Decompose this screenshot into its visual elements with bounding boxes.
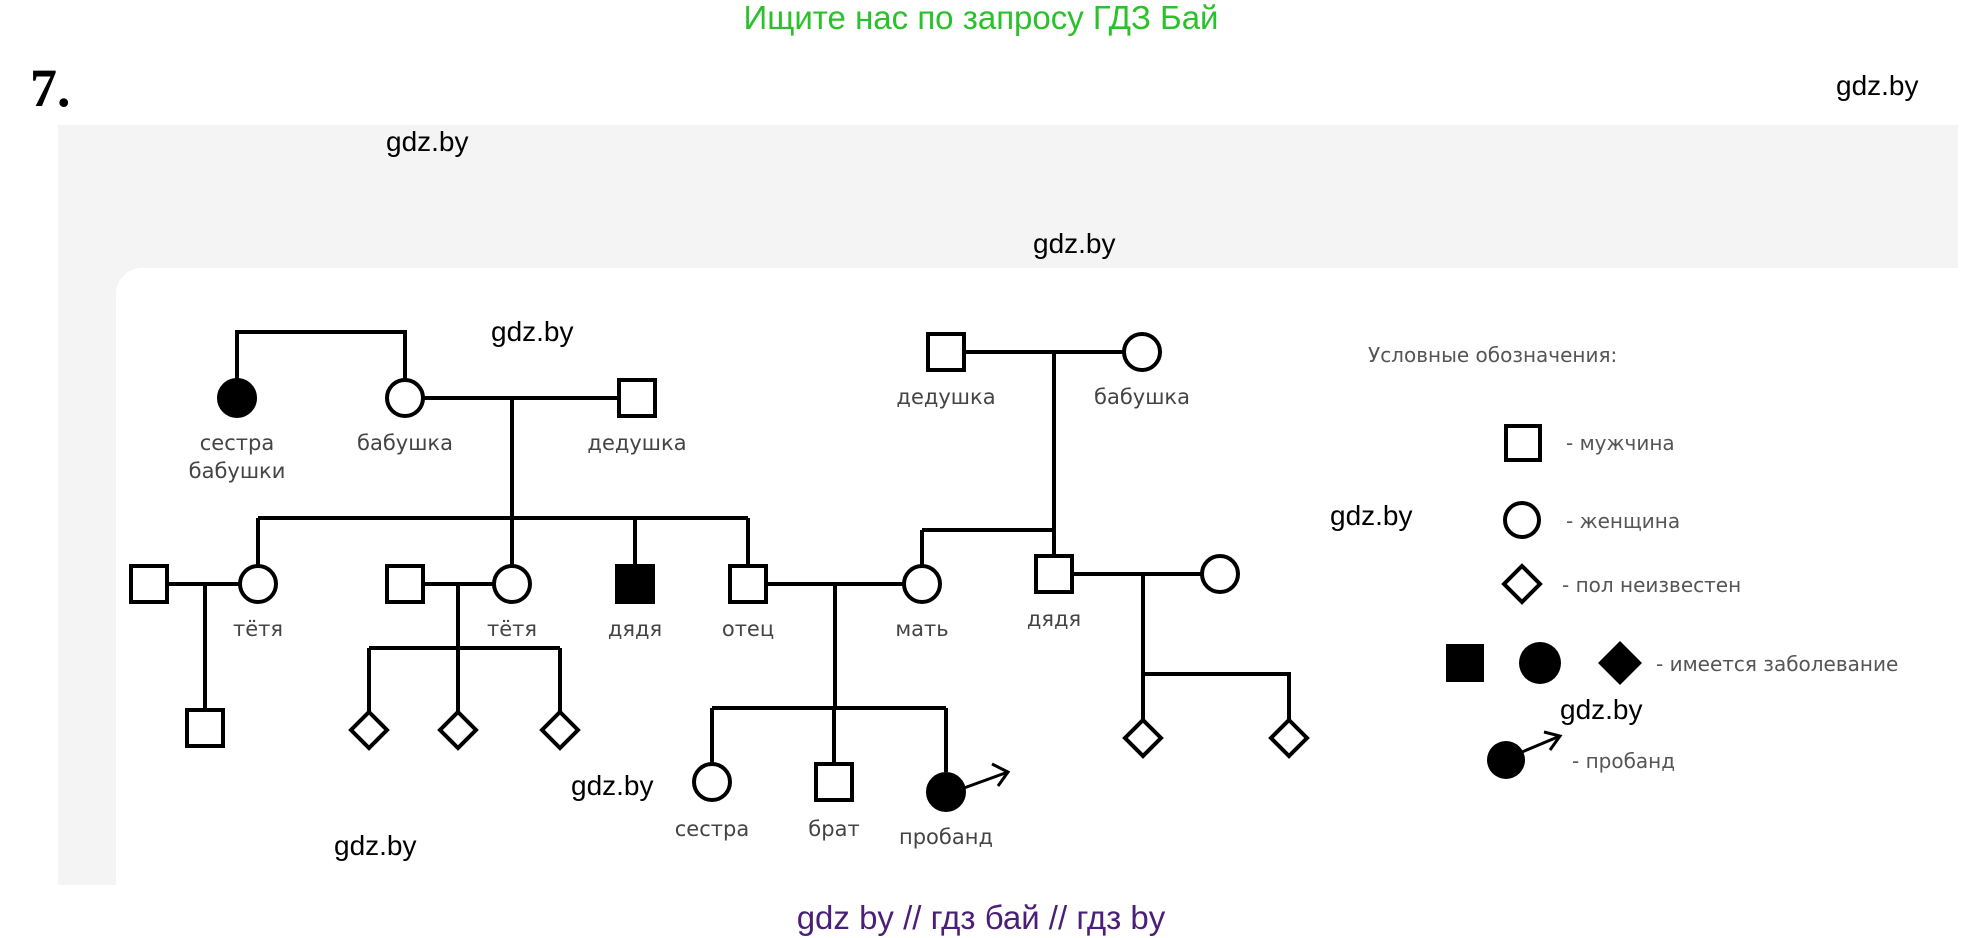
paternal-grandmother-circle: [385, 378, 425, 418]
label-otets: отец: [722, 617, 774, 641]
maternal-grandfather-square: [926, 332, 966, 372]
watermark: gdz.by: [334, 830, 417, 861]
mother-circle: [902, 564, 942, 604]
legend-affected-diamond: [1598, 641, 1642, 685]
legend-proband-circle: [1487, 741, 1525, 779]
label-sestra: сестра: [200, 431, 274, 455]
legend-female-text: - женщина: [1566, 509, 1680, 533]
proband-affected-circle: [926, 772, 966, 812]
label-dedushka-paternal: дедушка: [587, 431, 686, 455]
legend-affected-square: [1446, 644, 1484, 682]
watermark: gdz.by: [571, 770, 654, 801]
legend-male-text: - мужчина: [1566, 431, 1675, 455]
pedigree-labels: сестра бабушки бабушка дедушка дедушка б…: [189, 385, 1190, 849]
legend-female-circle: [1503, 501, 1541, 539]
grandmother-sister-affected-circle: [217, 378, 257, 418]
pedigree-symbols: [129, 332, 1310, 812]
aunt2-husband-square: [385, 564, 425, 604]
label-sestra-sibling: сестра: [675, 817, 749, 841]
aunt1-circle: [238, 564, 278, 604]
label-proband: пробанд: [899, 825, 993, 849]
aunt2-circle: [492, 564, 532, 604]
aunt1-child-square: [185, 708, 225, 748]
legend-title: Условные обозначения:: [1368, 343, 1617, 367]
watermark: gdz.by: [1560, 694, 1643, 725]
legend-affected-circle: [1519, 642, 1561, 684]
label-mat: мать: [895, 617, 948, 641]
legend-proband-text: - пробанд: [1572, 749, 1675, 773]
label-babushka-paternal: бабушка: [357, 431, 453, 455]
label-brat: брат: [808, 817, 859, 841]
uncle2-square: [1034, 554, 1074, 594]
legend-affected-text: - имеется заболевание: [1656, 652, 1898, 676]
uncle2-wife-circle: [1200, 554, 1240, 594]
father-square: [728, 564, 768, 604]
aunt1-husband-square: [129, 564, 169, 604]
label-tyotya-2: тётя: [487, 617, 537, 641]
legend-male-square: [1504, 424, 1542, 462]
label-dedushka-maternal: дедушка: [896, 385, 995, 409]
sister-circle: [692, 762, 732, 802]
watermark: gdz.by: [386, 126, 469, 157]
legend-proband-arrow: [1521, 730, 1563, 754]
label-dyadya-2: дядя: [1027, 607, 1081, 631]
aunt2-child3-diamond: [539, 709, 581, 751]
uncle2-child1-diamond: [1122, 717, 1164, 759]
footer-text: gdz by // гдз бай // гдз by: [796, 899, 1166, 936]
paternal-grandfather-square: [617, 378, 657, 418]
watermark: gdz.by: [1836, 70, 1919, 101]
uncle2-child2-diamond: [1268, 717, 1310, 759]
uncle1-affected-square: [615, 564, 655, 604]
legend-unknown-diamond: [1501, 563, 1543, 605]
maternal-grandmother-circle: [1122, 332, 1162, 372]
watermark: gdz.by: [1033, 228, 1116, 259]
promo-banner: Ищите нас по запросу ГДЗ Бай: [743, 0, 1219, 36]
pedigree-lines: [167, 330, 1291, 790]
aunt2-child1-diamond: [348, 709, 390, 751]
label-tyotya-1: тётя: [233, 617, 283, 641]
label-babushka-maternal: бабушка: [1094, 385, 1190, 409]
watermark: gdz.by: [1330, 500, 1413, 531]
watermark: gdz.by: [491, 316, 574, 347]
brother-square: [814, 762, 854, 802]
label-dyadya-1: дядя: [608, 617, 662, 641]
aunt2-child2-diamond: [437, 709, 479, 751]
legend-unknown-text: - пол неизвестен: [1562, 573, 1741, 597]
legend: Условные обозначения: - мужчина - женщин…: [1368, 343, 1898, 779]
task-number: 7.: [30, 58, 71, 118]
label-babushki: бабушки: [189, 459, 286, 483]
